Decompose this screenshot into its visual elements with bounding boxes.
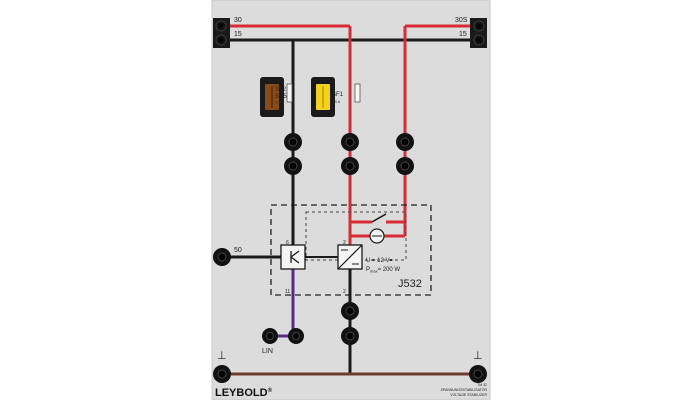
- k-block-icon: [290, 250, 300, 264]
- jack-bottom-2[interactable]: [341, 327, 359, 345]
- pin-label-left: 6: [286, 240, 289, 246]
- module-name: J532: [398, 278, 422, 290]
- label-30s: 30S: [455, 17, 468, 24]
- caption-line-2: VOLTAGE STABILIZER: [450, 393, 487, 397]
- jack-row1-left[interactable]: [284, 133, 302, 151]
- ground-symbol-left: ⊥: [217, 350, 227, 362]
- fuse1-name-a: ST2: [275, 87, 287, 93]
- label-15-left: 15: [234, 31, 242, 38]
- fuse1-name-b: SD5: [275, 94, 287, 100]
- jack-row2-middle[interactable]: [341, 157, 359, 175]
- brand-logo: LEYBOLD®: [215, 387, 273, 399]
- module-power: Pmax= 200 W: [366, 267, 400, 274]
- part-number: TM 32: [477, 383, 487, 387]
- jack-50[interactable]: [213, 248, 231, 266]
- fuse1-rating: 7.5 A: [276, 101, 285, 105]
- ground-symbol-right: ⊥: [473, 350, 483, 362]
- regulator-diagonal-icon: [337, 244, 363, 270]
- jack-30s[interactable]: [470, 18, 487, 48]
- jack-row2-right[interactable]: [396, 157, 414, 175]
- jack-row2-left[interactable]: [284, 157, 302, 175]
- fuse2-rating: 20 A: [333, 100, 341, 104]
- label-15-right: 15: [459, 31, 467, 38]
- jack-bottom-1[interactable]: [341, 302, 359, 320]
- pin-label-bottom-right: 2: [343, 289, 346, 295]
- module-voltage: U = 12 V=: [366, 258, 394, 264]
- module-box: [270, 204, 432, 296]
- jack-lin-2[interactable]: [288, 328, 304, 344]
- label-lin: LIN: [262, 348, 273, 355]
- fuse-symbol-1: [286, 83, 293, 103]
- jack-row1-middle[interactable]: [341, 133, 359, 151]
- jack-row1-right[interactable]: [396, 133, 414, 151]
- relay-switch: [371, 213, 387, 223]
- jack-30[interactable]: [213, 18, 230, 48]
- jack-lin[interactable]: [262, 328, 278, 344]
- caption-line-1: SPANNUNGSSTABILISATOR: [441, 388, 488, 392]
- label-50: 50: [234, 247, 242, 254]
- k-block: [280, 244, 306, 270]
- fuse2-name: SF1: [332, 92, 344, 98]
- pin-label-bottom-left: 11: [285, 289, 290, 295]
- pin-label-right: 2: [343, 240, 346, 246]
- jack-ground-left[interactable]: [213, 365, 231, 383]
- label-30: 30: [234, 17, 242, 24]
- fuse-symbol-2: [354, 83, 361, 103]
- jack-ground-right[interactable]: [469, 365, 487, 383]
